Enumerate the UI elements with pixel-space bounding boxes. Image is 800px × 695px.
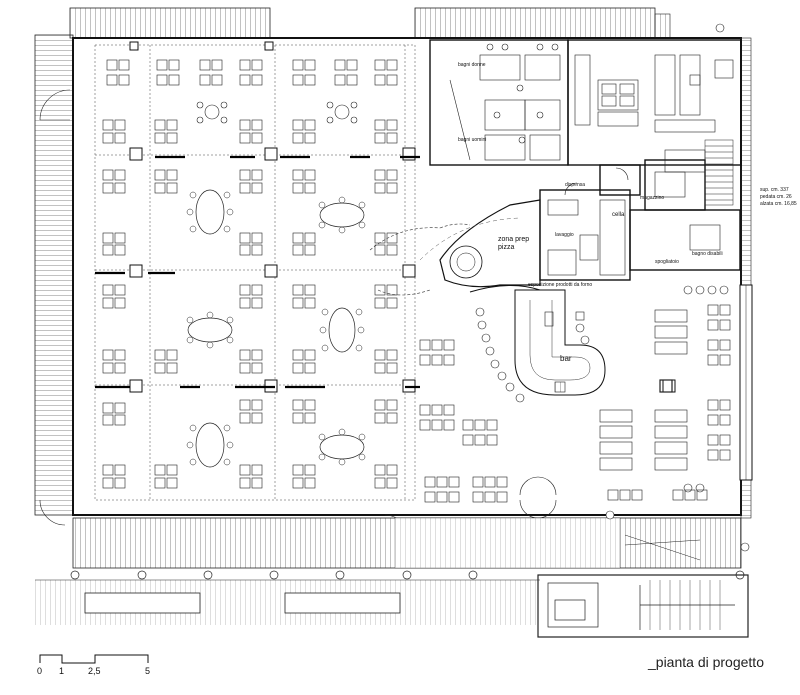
top-facade-hatch-right — [414, 7, 656, 39]
label-dispensa: dispensa — [565, 182, 586, 188]
pizza-oven — [449, 245, 483, 279]
dining-tables-top — [102, 59, 398, 144]
drawing-title: _pianta di progetto — [648, 654, 764, 670]
label-bagno-disabili: bagno disabili — [692, 251, 723, 257]
scale-tick-1: 1 — [59, 666, 65, 676]
stair-note-1: sup. cm. 337 — [760, 187, 789, 193]
service-core — [429, 39, 742, 281]
label-cella: cella — [612, 212, 625, 218]
stairs-bottom — [537, 574, 749, 638]
bar-counter — [514, 289, 606, 396]
scale-tick-2-5: 2,5 — [88, 666, 101, 676]
dining-hall-grid — [94, 44, 416, 501]
stair-note-2: pedata cm. 26 — [760, 194, 792, 200]
label-lavaggio: lavaggio — [555, 232, 574, 238]
oval-tables — [187, 189, 365, 468]
restroom-stalls — [449, 43, 561, 161]
scale-tick-0: 0 — [37, 666, 43, 676]
bar-stools-top — [683, 285, 729, 493]
central-tables — [419, 339, 508, 503]
round-tables — [196, 101, 358, 124]
label-bagni-donne: bagni donne — [458, 62, 486, 68]
top-facade-hatch-left — [69, 7, 271, 39]
label-bar: bar — [560, 354, 572, 363]
right-wall-seats — [607, 304, 731, 501]
bollards — [70, 570, 745, 580]
label-spogliatoio: spogliatoio — [655, 259, 679, 265]
section-markers — [605, 23, 750, 552]
stair-note-3: alzata cm. 16,85 — [760, 201, 797, 207]
right-lounge-tables — [599, 309, 688, 471]
scale-bar — [39, 654, 149, 664]
label-zona-prep-pizza: zona prep pizza — [498, 236, 530, 251]
label-bagni-uomini: bagni uomini — [458, 137, 487, 143]
scale-tick-5: 5 — [145, 666, 151, 676]
label-magazzino: magazzino — [640, 195, 665, 201]
stairs-right — [704, 139, 734, 206]
label-esposizione: esposizione prodotti da forno — [528, 282, 593, 288]
kitchen-equipment — [547, 54, 734, 276]
left-facade-hatch — [34, 34, 74, 516]
bar-stools — [475, 307, 590, 403]
